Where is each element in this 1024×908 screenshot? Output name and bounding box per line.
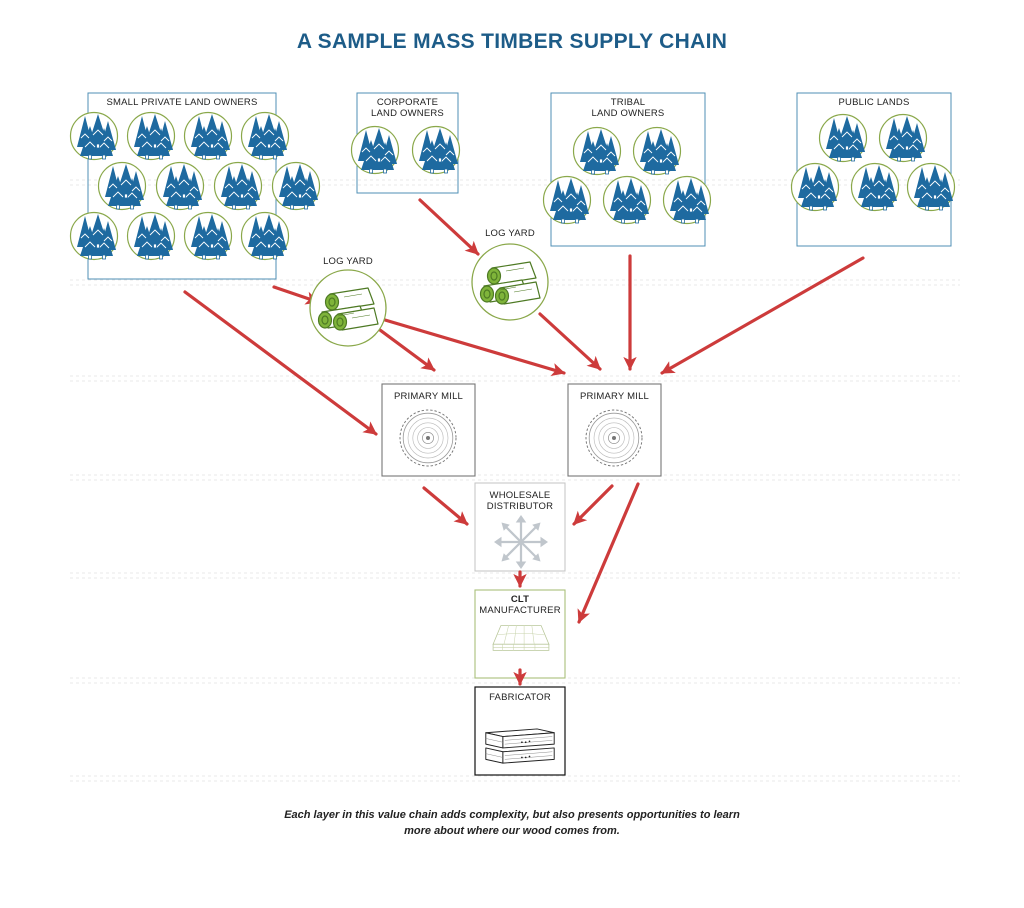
corporate-trees [350, 125, 461, 175]
public-trees [790, 113, 956, 212]
tree-cluster-icon [350, 125, 400, 175]
tree-cluster-icon [97, 161, 147, 211]
fabricator-label: FABRICATOR [489, 692, 551, 703]
wholesale-label-line2: DISTRIBUTOR [486, 501, 554, 512]
tribal-label: TRIBAL LAND OWNERS [551, 97, 705, 119]
tree-cluster-icon [878, 113, 928, 163]
primary-mill-right-box [567, 383, 662, 477]
arrow-log-yard-left-to-mill-right [383, 318, 566, 377]
wholesale-label: WHOLESALE DISTRIBUTOR [475, 490, 565, 512]
tree-cluster-icon [790, 162, 840, 212]
tribal-box [550, 92, 706, 247]
distribution-arrows-icon [492, 513, 550, 571]
corporate-label-line1: CORPORATE [376, 97, 439, 108]
tree-cluster-icon [155, 161, 205, 211]
caption: Each layer in this value chain adds comp… [200, 807, 824, 839]
caption-line1: Each layer in this value chain adds comp… [284, 809, 740, 821]
tree-cluster-icon [183, 111, 233, 161]
arrow-mill-left-to-wholesale [422, 486, 469, 526]
corporate-label-line2: LAND OWNERS [371, 108, 444, 119]
public-label: PUBLIC LANDS [838, 97, 910, 108]
log-yard-right-label: LOG YARD [485, 228, 535, 239]
arrow-mill-right-to-wholesale [572, 484, 614, 526]
wholesale-label-line1: WHOLESALE [489, 490, 551, 501]
clt-panel-icon [492, 625, 550, 651]
log-pile-icon [309, 269, 387, 347]
tree-cluster-icon [906, 162, 956, 212]
clt-label: CLT MANUFACTURER [475, 594, 565, 616]
flow-arrows [183, 198, 865, 686]
public-box [796, 92, 952, 247]
log-pile-icon [471, 243, 549, 321]
tribal-trees [542, 126, 712, 225]
tree-cluster-icon [69, 211, 119, 261]
small-private-trees [69, 111, 321, 261]
tree-cluster-icon [240, 111, 290, 161]
tree-cluster-icon [572, 126, 622, 176]
tree-cluster-icon [240, 211, 290, 261]
primary-mill-left-box [381, 383, 476, 477]
clt-label-line2: MANUFACTURER [479, 605, 561, 616]
tree-cluster-icon [126, 211, 176, 261]
tree-cluster-icon [542, 175, 592, 225]
caption-line2: more about where our wood comes from. [404, 825, 620, 837]
primary-mill-left-label: PRIMARY MILL [393, 391, 464, 402]
tree-cluster-icon [662, 175, 712, 225]
tree-cluster-icon [183, 211, 233, 261]
tree-cluster-icon [271, 161, 321, 211]
arrow-log-yard-right-to-mill-right [538, 312, 602, 371]
tree-cluster-icon [213, 161, 263, 211]
arrow-log-yard-left-to-mill-left [378, 328, 436, 372]
tree-cluster-icon [602, 175, 652, 225]
log-yard-left-label: LOG YARD [323, 256, 373, 267]
tree-cluster-icon [818, 113, 868, 163]
primary-mill-right-label: PRIMARY MILL [579, 391, 650, 402]
tribal-label-line1: TRIBAL [610, 97, 646, 108]
corporate-label: CORPORATE LAND OWNERS [357, 97, 458, 119]
page-title: A SAMPLE MASS TIMBER SUPPLY CHAIN [296, 30, 728, 53]
small-private-label: SMALL PRIVATE LAND OWNERS [106, 97, 258, 108]
clt-label-line1: CLT [510, 594, 530, 605]
tree-cluster-icon [69, 111, 119, 161]
tree-cluster-icon [632, 126, 682, 176]
tree-cluster-icon [411, 125, 461, 175]
arrow-small-private-to-mill-left [183, 290, 378, 436]
arrow-public-to-mill-right [660, 256, 865, 375]
arrow-mill-right-to-clt [577, 482, 640, 624]
tribal-label-line2: LAND OWNERS [591, 108, 665, 119]
tree-cluster-icon [850, 162, 900, 212]
tree-cluster-icon [126, 111, 176, 161]
arrow-corporate-to-log-yard [418, 198, 480, 256]
